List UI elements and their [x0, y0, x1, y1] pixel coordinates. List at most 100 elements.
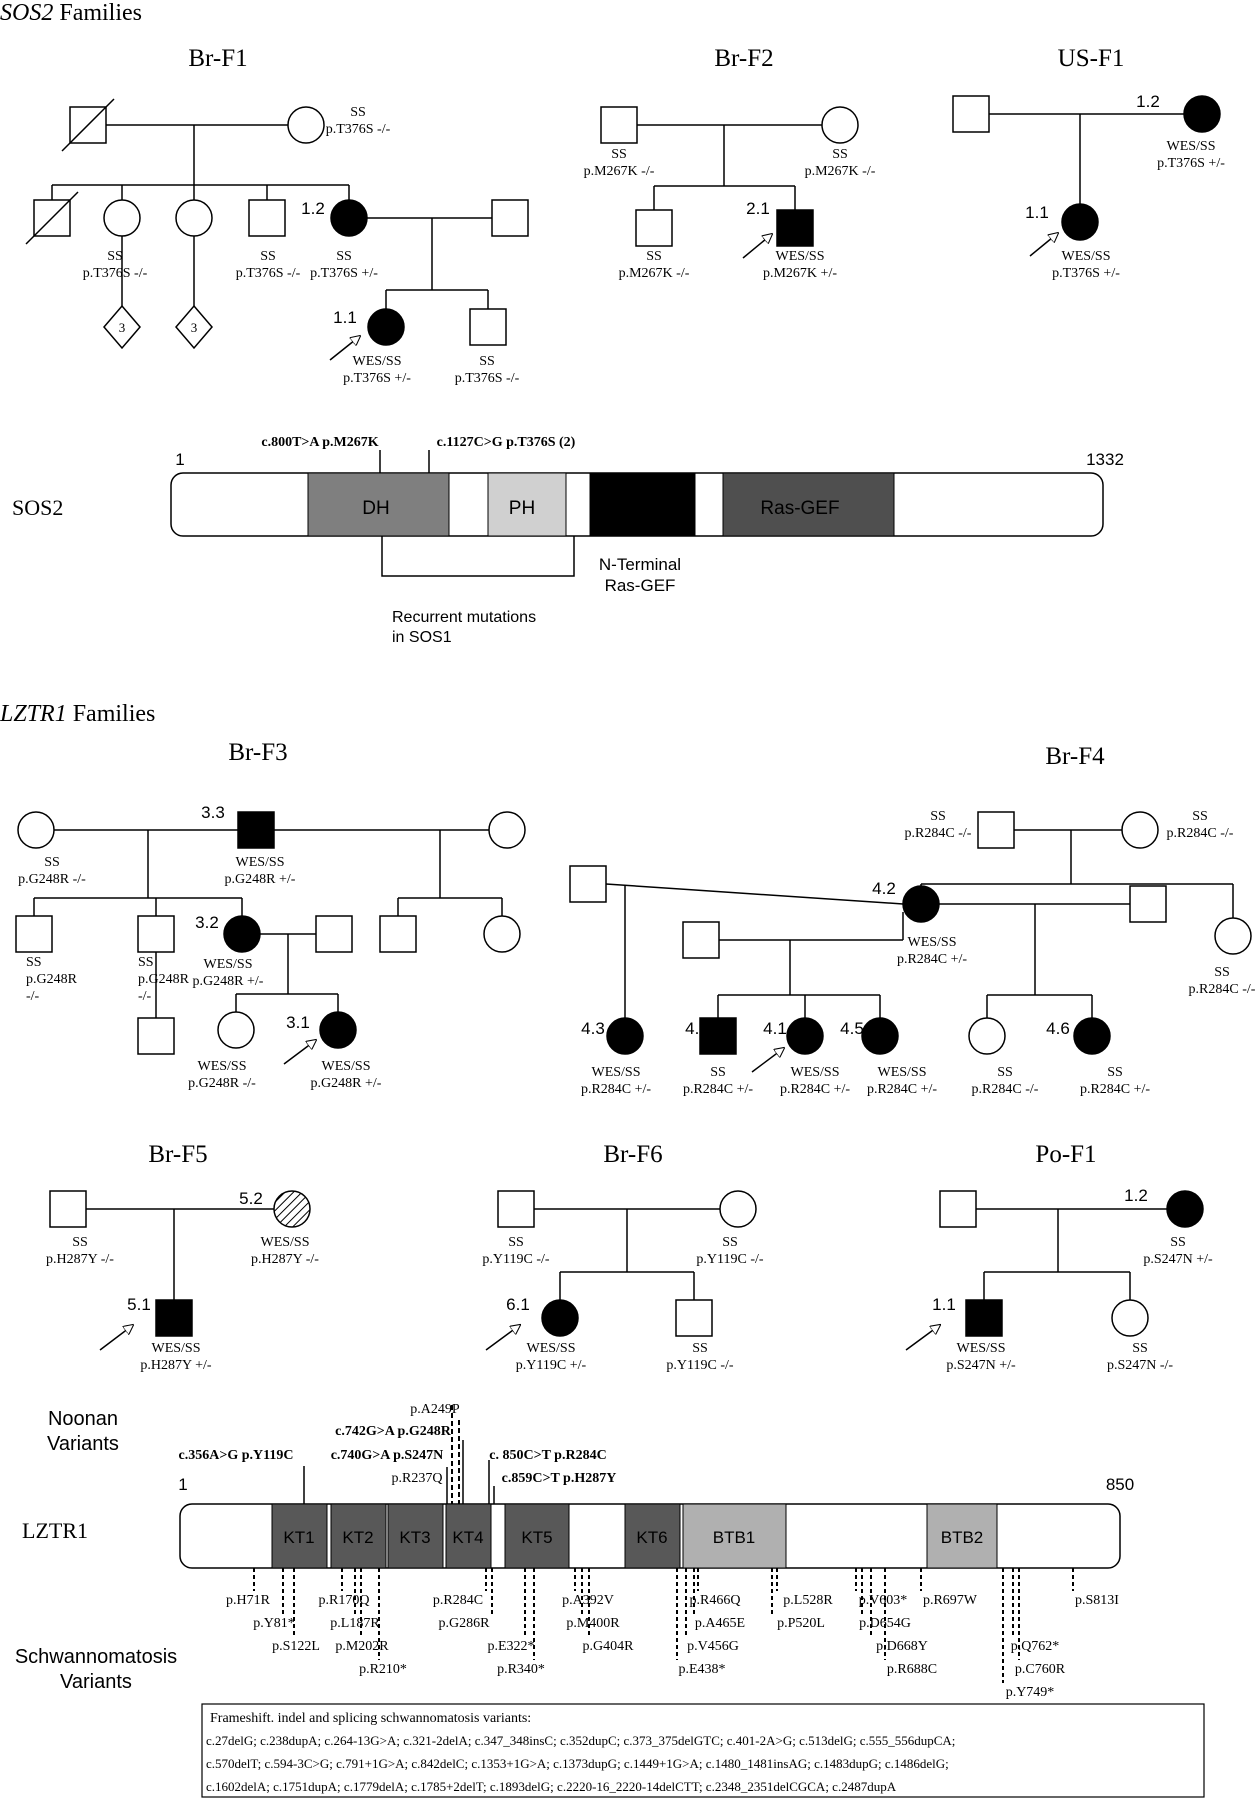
- individual-id: 1.2: [301, 199, 325, 218]
- individual-us-f1-mother-affected: [1183, 95, 1221, 133]
- family-title-br-f3: Br-F3: [228, 739, 287, 766]
- individual-br-f4-husband2: [682, 921, 720, 959]
- individual-br-f4-k6-affected: [1073, 1017, 1111, 1055]
- individual-id: 2.1: [746, 199, 770, 218]
- domain-dh: [307, 472, 450, 537]
- schwannomatosis-variant-label: p.R340*: [497, 1662, 545, 1677]
- individual-id: 1.1: [333, 308, 357, 327]
- schwannomatosis-variant-label: p.C760R: [1015, 1662, 1066, 1677]
- family-title-br-f5: Br-F5: [148, 1141, 207, 1168]
- schwannomatosis-variant-label: p.S122L: [272, 1639, 320, 1654]
- individual-br-f2-mother: [821, 106, 859, 144]
- individual-br-f1-child2: [469, 308, 507, 346]
- domain-label: BTB2: [941, 1528, 984, 1547]
- noonan-variant-label: c.740G>A p.S247N: [331, 1448, 444, 1463]
- domain-label: KT4: [452, 1528, 483, 1547]
- domain-label: DH: [362, 498, 389, 519]
- individual-id: 6.1: [506, 1295, 530, 1314]
- individual-id: 5.2: [239, 1189, 263, 1208]
- schwannomatosis-variant-label: p.E438*: [678, 1662, 725, 1677]
- domain-kt6: [624, 1503, 681, 1569]
- individual-id: 4.4: [685, 1019, 709, 1038]
- individual-id: 1.2: [1136, 92, 1160, 111]
- individual-br-f1-founder-mother: [287, 106, 325, 144]
- proband-arrow: [485, 1325, 520, 1351]
- splice-variants-box: [201, 1703, 1205, 1798]
- domain-label: KT5: [521, 1528, 552, 1547]
- individual-diamond: [175, 304, 213, 350]
- schwannomatosis-variant-label: p.M202R: [335, 1639, 389, 1654]
- individual-br-f4-husband1: [569, 865, 607, 903]
- individual-br-f4-k2-affected: [699, 1017, 737, 1055]
- individual-us-f1-proband-affected: [1061, 203, 1099, 241]
- individual-br-f6-child2: [675, 1299, 713, 1337]
- individual-br-f3-c3-spouse: [315, 915, 353, 953]
- domain-label: Ras-GEF: [760, 498, 839, 519]
- individual-br-f1-sib5-affected: [330, 199, 368, 237]
- schwannomatosis-variant-label: p.R170Q: [319, 1593, 370, 1608]
- individual-id: 5.1: [127, 1295, 151, 1314]
- individual-br-f2-proband-affected: [776, 209, 814, 247]
- schwannomatosis-variant-label: p.G404R: [583, 1639, 635, 1654]
- family-title-br-f1: Br-F1: [188, 45, 247, 72]
- schwannomatosis-variant-label: p.P520L: [777, 1616, 825, 1631]
- individual-br-f4-husband3: [1129, 885, 1167, 923]
- proband-arrow: [1029, 233, 1058, 257]
- proband-arrow: [742, 234, 772, 259]
- noonan-variant-label: c.859C>T p.H287Y: [502, 1471, 617, 1486]
- individual-us-f1-father: [952, 95, 990, 133]
- schwannomatosis-variants: p.H71Rp.Y81*p.S122Lp.R170Qp.L187Rp.M202R…: [226, 1568, 1119, 1700]
- schwannomatosis-variant-label: p.R210*: [359, 1662, 407, 1677]
- individual-br-f3-father-affected: [237, 811, 275, 849]
- individual-br-f4-k5: [968, 1017, 1006, 1055]
- schwannomatosis-variant-label: p.L528R: [783, 1593, 833, 1608]
- proband-arrow: [99, 1325, 133, 1351]
- individual-br-f3-half-sib1: [379, 915, 417, 953]
- schwannomatosis-variant-label: p.H71R: [226, 1593, 271, 1608]
- deceased-slash: [61, 98, 115, 152]
- domain-kt3: [387, 1503, 444, 1569]
- individual-po-f1-child2: [1111, 1299, 1149, 1337]
- family-title-br-f6: Br-F6: [603, 1141, 662, 1168]
- count-label: 3: [191, 320, 198, 335]
- splice-variants-title: Frameshift. indel and splicing schwannom…: [210, 1711, 531, 1726]
- schwannomatosis-variant-label: p.R466Q: [690, 1593, 741, 1608]
- individual-id: 1.1: [932, 1295, 956, 1314]
- schwannomatosis-variant-label: p.R688C: [887, 1662, 937, 1677]
- schwannomatosis-variant-label: p.R697W: [923, 1593, 978, 1608]
- individual-br-f3-wife1: [17, 811, 55, 849]
- individual-br-f3-wife2: [488, 811, 526, 849]
- mutation-label: c.800T>A p.M267K: [261, 435, 378, 450]
- domain-label: KT2: [342, 1528, 373, 1547]
- noonan-variant-label: c.742G>A p.G248R: [335, 1424, 452, 1439]
- individual-br-f3-proband-affected: [319, 1011, 357, 1049]
- individual-po-f1-proband-affected: [965, 1299, 1003, 1337]
- domain-label: KT1: [283, 1528, 314, 1547]
- count-label: 3: [119, 320, 126, 335]
- family-title-po-f1: Po-F1: [1035, 1141, 1096, 1168]
- domain-btb1: [682, 1503, 787, 1569]
